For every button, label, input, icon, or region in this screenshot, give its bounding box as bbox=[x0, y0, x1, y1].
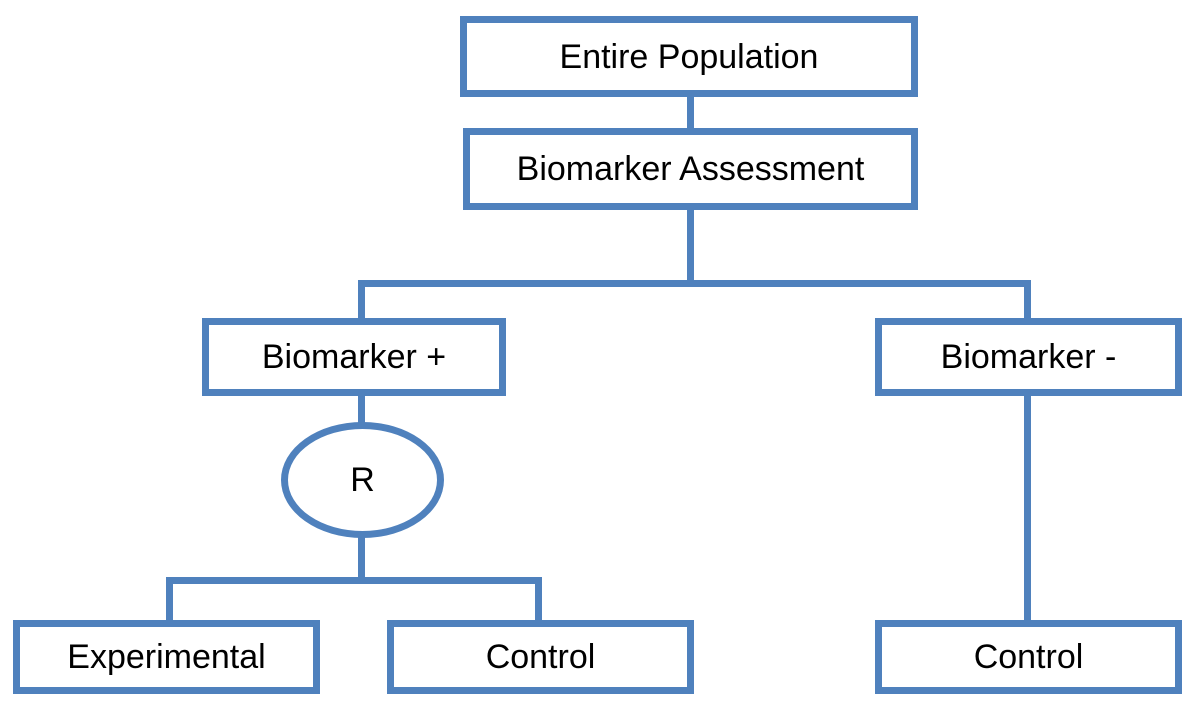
entire-population-label: Entire Population bbox=[559, 37, 819, 76]
connector-randomization-down bbox=[358, 532, 365, 582]
biomarker-assessment-label: Biomarker Assessment bbox=[516, 150, 865, 188]
control-negative-box: Control bbox=[875, 620, 1182, 694]
connector-assessment-down bbox=[687, 208, 694, 284]
connector-to-experimental bbox=[166, 577, 173, 625]
randomization-label: R bbox=[350, 461, 375, 499]
control-positive-box: Control bbox=[387, 620, 694, 694]
biomarker-negative-box: Biomarker - bbox=[875, 318, 1182, 396]
connector-population-to-assessment bbox=[687, 94, 694, 132]
connector-arm-horizontal bbox=[166, 577, 542, 584]
control-positive-label: Control bbox=[485, 638, 596, 676]
biomarker-negative-label: Biomarker - bbox=[940, 338, 1117, 376]
connector-to-biomarker-positive bbox=[358, 280, 365, 322]
control-negative-label: Control bbox=[973, 638, 1084, 676]
connector-negative-to-control bbox=[1024, 394, 1031, 624]
connector-to-control-positive bbox=[535, 577, 542, 625]
connector-positive-to-randomization bbox=[358, 394, 365, 426]
connector-branch-horizontal bbox=[358, 280, 1031, 287]
entire-population-box: Entire Population bbox=[460, 16, 918, 97]
experimental-label: Experimental bbox=[67, 638, 266, 676]
randomization-circle: R bbox=[281, 422, 444, 538]
experimental-box: Experimental bbox=[13, 620, 320, 694]
biomarker-positive-label: Biomarker + bbox=[261, 338, 447, 376]
biomarker-positive-box: Biomarker + bbox=[202, 318, 506, 396]
biomarker-assessment-box: Biomarker Assessment bbox=[463, 128, 918, 210]
connector-to-biomarker-negative bbox=[1024, 280, 1031, 322]
